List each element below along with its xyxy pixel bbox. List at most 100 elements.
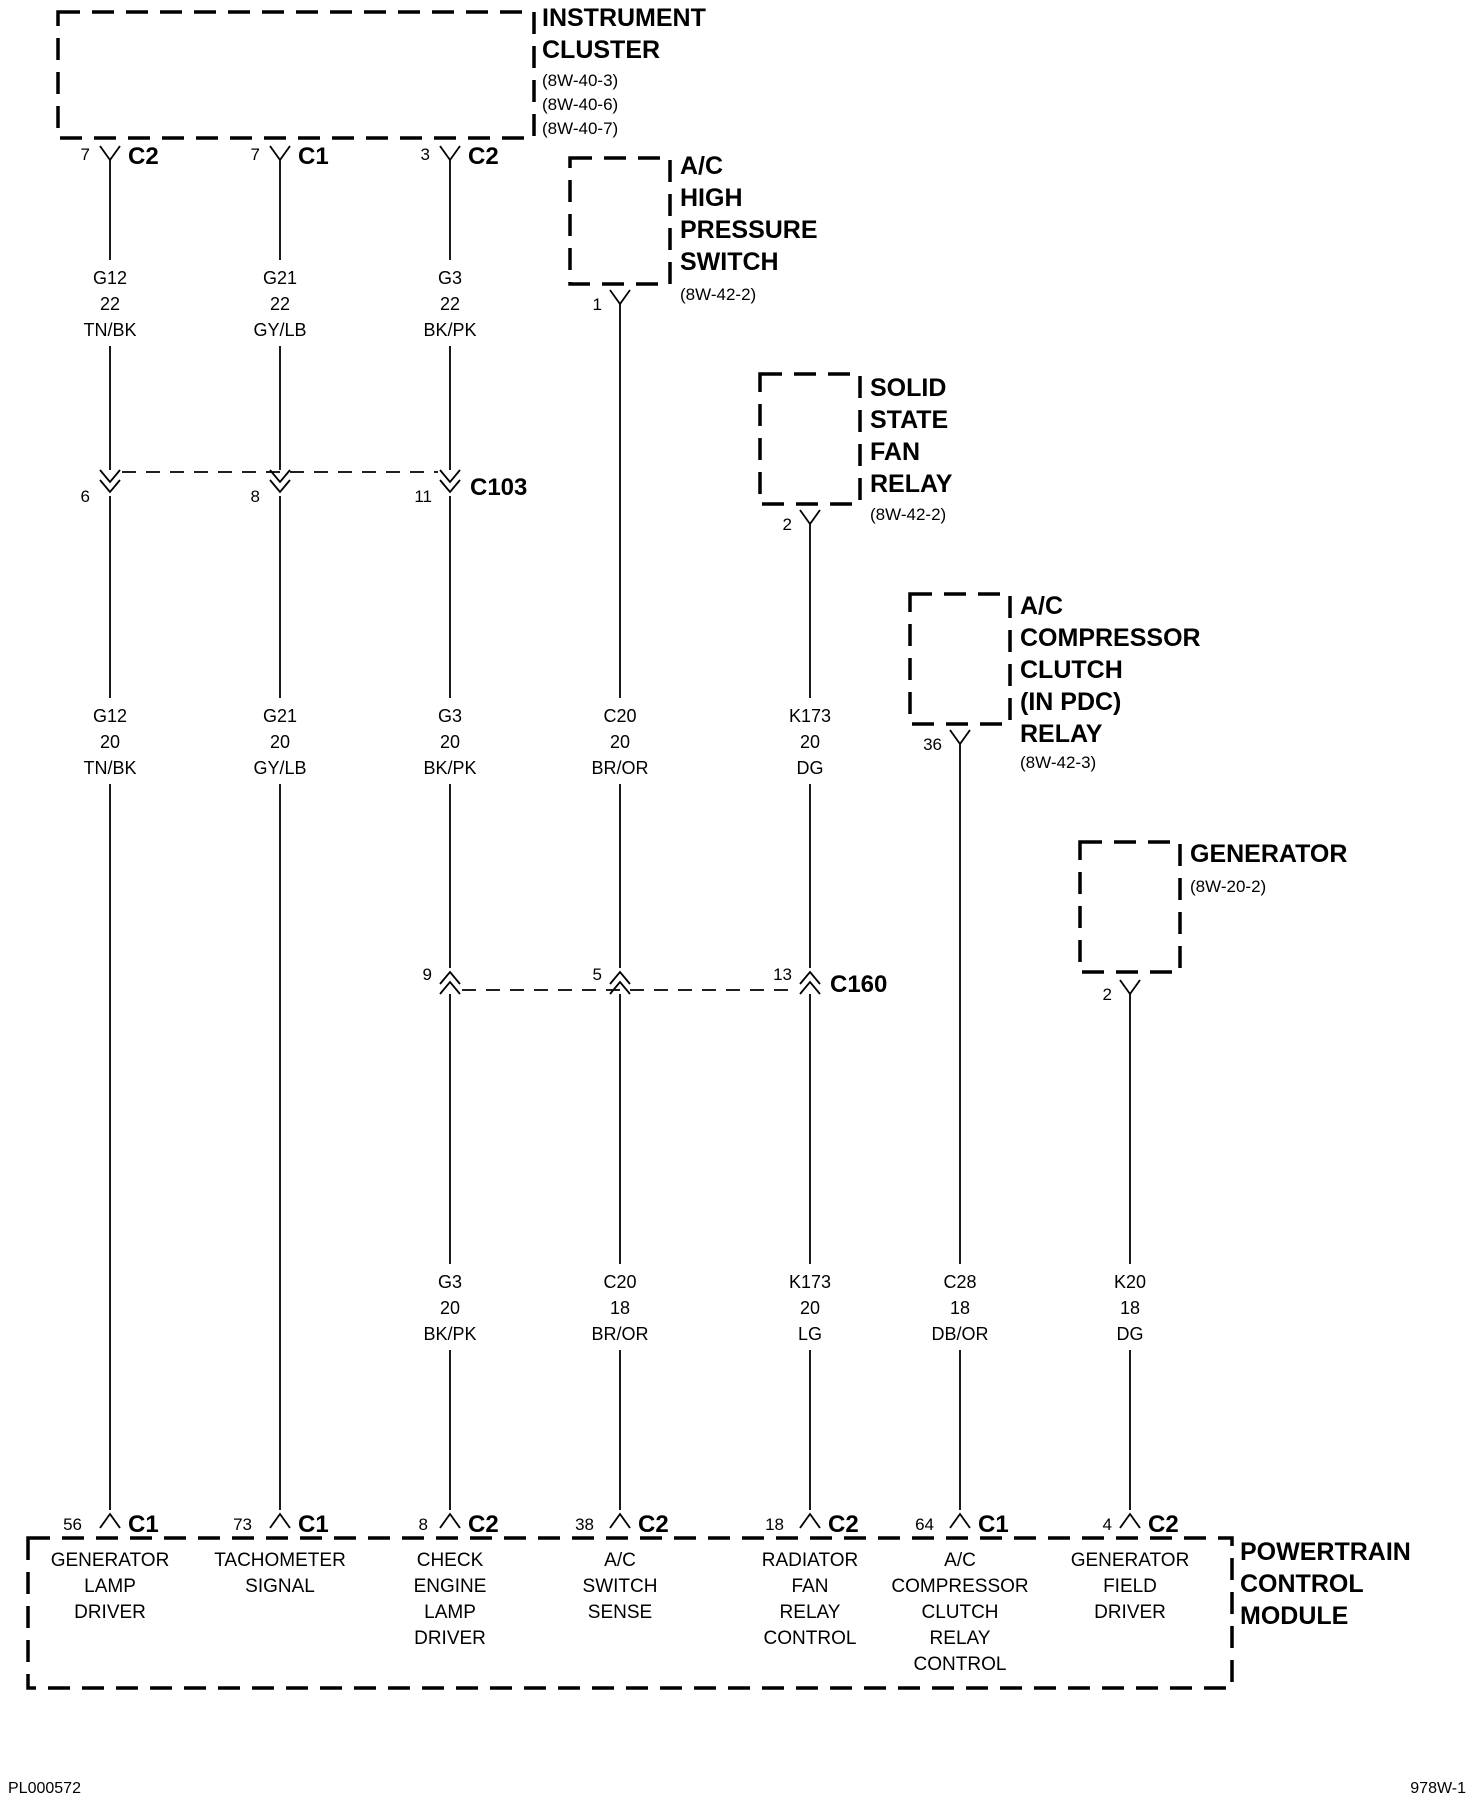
pcm-function-line: LAMP (424, 1602, 476, 1623)
wire-color: BK/PK (423, 1324, 476, 1344)
compressor-relay-label: (IN PDC) (1020, 688, 1121, 716)
wire-gauge: 20 (800, 732, 820, 752)
wire-gauge: 18 (1120, 1298, 1140, 1318)
compressor-relay-label: RELAY (1020, 720, 1103, 748)
connector-id: C2 (828, 1511, 859, 1538)
wire-circuit: G21 (263, 706, 297, 726)
connector-id: C2 (638, 1511, 669, 1538)
wire-labels-bottom: G3 20 BK/PK C20 18 BR/OR K173 20 LG C28 … (423, 1272, 1146, 1344)
connector-id: C2 (128, 143, 159, 170)
wire-gauge: 22 (270, 294, 290, 314)
wires (109, 160, 1131, 1510)
pin-number: 13 (773, 965, 792, 984)
wire-circuit: G12 (93, 268, 127, 288)
pcm-function-label: A/C COMPRESSOR CLUTCH RELAY CONTROL (891, 1550, 1028, 1675)
pcm-function-line: GENERATOR (51, 1550, 170, 1571)
wire-label: K173 20 DG (789, 706, 831, 778)
ac-switch-label: PRESSURE (680, 216, 818, 244)
pcm-pin-labels: 56 C1 73 C1 8 C2 38 C2 18 C2 64 C1 4 C2 (63, 1511, 1179, 1538)
pcm-function-label: A/C SWITCH SENSE (583, 1550, 658, 1623)
pcm-function-line: CONTROL (764, 1628, 857, 1649)
wire-color: DG (797, 758, 824, 778)
pcm-function-line: TACHOMETER (214, 1550, 346, 1571)
pin-number: 4 (1103, 1515, 1112, 1534)
wire-color: DG (1117, 1324, 1144, 1344)
wire-gauge: 20 (610, 732, 630, 752)
pcm-function-label: GENERATOR LAMP DRIVER (51, 1550, 170, 1623)
wire-color: DB/OR (931, 1324, 988, 1344)
wire-labels-top: G12 22 TN/BK G21 22 GY/LB G3 22 BK/PK (83, 268, 476, 340)
pcm-function-line: DRIVER (1094, 1602, 1166, 1623)
compressor-relay-label: CLUTCH (1020, 656, 1123, 684)
footer-right: 978W-1 (1410, 1780, 1466, 1797)
pin-number: 8 (251, 487, 260, 506)
fan-relay-label: FAN (870, 438, 920, 466)
wire-circuit: K173 (789, 1272, 831, 1292)
pin-number: 8 (419, 1515, 428, 1534)
instrument-cluster-label: INSTRUMENT (542, 4, 706, 32)
generator-label: GENERATOR (1190, 840, 1347, 868)
wire-circuit: G3 (438, 268, 462, 288)
pin-number: 18 (765, 1515, 784, 1534)
c103-connector (99, 469, 461, 494)
pcm-function-line: FAN (792, 1576, 829, 1597)
wire-label: G3 20 BK/PK (423, 706, 476, 778)
pcm-function-line: GENERATOR (1071, 1550, 1190, 1571)
pcm-function-line: SIGNAL (245, 1576, 315, 1597)
c103-labels: 6 8 11 C103 (81, 474, 528, 506)
ac-switch-ref: (8W-42-2) (680, 285, 756, 304)
connector-id: C1 (978, 1511, 1009, 1538)
pcm-function-line: DRIVER (74, 1602, 146, 1623)
wire-circuit: K20 (1114, 1272, 1146, 1292)
compressor-relay-label: COMPRESSOR (1020, 624, 1201, 652)
ac-switch-label: A/C (680, 152, 723, 180)
instrument-cluster: INSTRUMENT CLUSTER (8W-40-3) (8W-40-6) (… (56, 4, 706, 140)
pcm-function-line: A/C (944, 1550, 976, 1571)
cluster-terminals (99, 145, 461, 162)
pin-number: 7 (81, 145, 90, 164)
powertrain-control-module: POWERTRAIN CONTROL MODULE (26, 1536, 1411, 1690)
ac-switch-label: HIGH (680, 184, 743, 212)
wire-color: GY/LB (253, 320, 306, 340)
wire-color: GY/LB (253, 758, 306, 778)
device-terminals (609, 289, 1141, 996)
pin-number: 64 (915, 1515, 934, 1534)
pin-number: 2 (1103, 985, 1112, 1004)
pin-number: 6 (81, 487, 90, 506)
footer-left: PL000572 (8, 1780, 81, 1797)
wire-color: TN/BK (83, 320, 136, 340)
wire-circuit: C28 (943, 1272, 976, 1292)
wire-color: LG (798, 1324, 822, 1344)
wire-circuit: C20 (603, 706, 636, 726)
fan-relay-label: RELAY (870, 470, 953, 498)
instrument-cluster-label: CLUSTER (542, 36, 660, 64)
ac-switch-label: SWITCH (680, 248, 779, 276)
fan-relay-label: STATE (870, 406, 948, 434)
wire-circuit: G3 (438, 1272, 462, 1292)
wire-color: BR/OR (591, 1324, 648, 1344)
pin-number: 9 (423, 965, 432, 984)
wire-label: G12 22 TN/BK (83, 268, 136, 340)
pcm-label: MODULE (1240, 1602, 1348, 1630)
wire-label: G12 20 TN/BK (83, 706, 136, 778)
pin-number: 36 (923, 735, 942, 754)
pcm-function-label: CHECK ENGINE LAMP DRIVER (414, 1550, 487, 1649)
wire-label: C28 18 DB/OR (931, 1272, 988, 1344)
pcm-function-line: CLUTCH (921, 1602, 998, 1623)
connector-id: C160 (830, 971, 887, 998)
wire-gauge: 20 (100, 732, 120, 752)
wire-circuit: C20 (603, 1272, 636, 1292)
ac-high-pressure-switch: A/C HIGH PRESSURE SWITCH (8W-42-2) (568, 152, 818, 304)
compressor-relay-ref: (8W-42-3) (1020, 753, 1096, 772)
wire-label: G21 22 GY/LB (253, 268, 306, 340)
instrument-cluster-ref: (8W-40-3) (542, 71, 618, 90)
pcm-function-line: RADIATOR (762, 1550, 858, 1571)
connector-id: C2 (468, 1511, 499, 1538)
pcm-function-line: COMPRESSOR (891, 1576, 1028, 1597)
connector-id: C1 (298, 1511, 329, 1538)
solid-state-fan-relay: SOLID STATE FAN RELAY (8W-42-2) (758, 372, 953, 524)
pcm-function-line: RELAY (780, 1602, 841, 1623)
wire-label: C20 18 BR/OR (591, 1272, 648, 1344)
pcm-function-label: RADIATOR FAN RELAY CONTROL (762, 1550, 858, 1649)
pcm-function-label: GENERATOR FIELD DRIVER (1071, 1550, 1190, 1623)
